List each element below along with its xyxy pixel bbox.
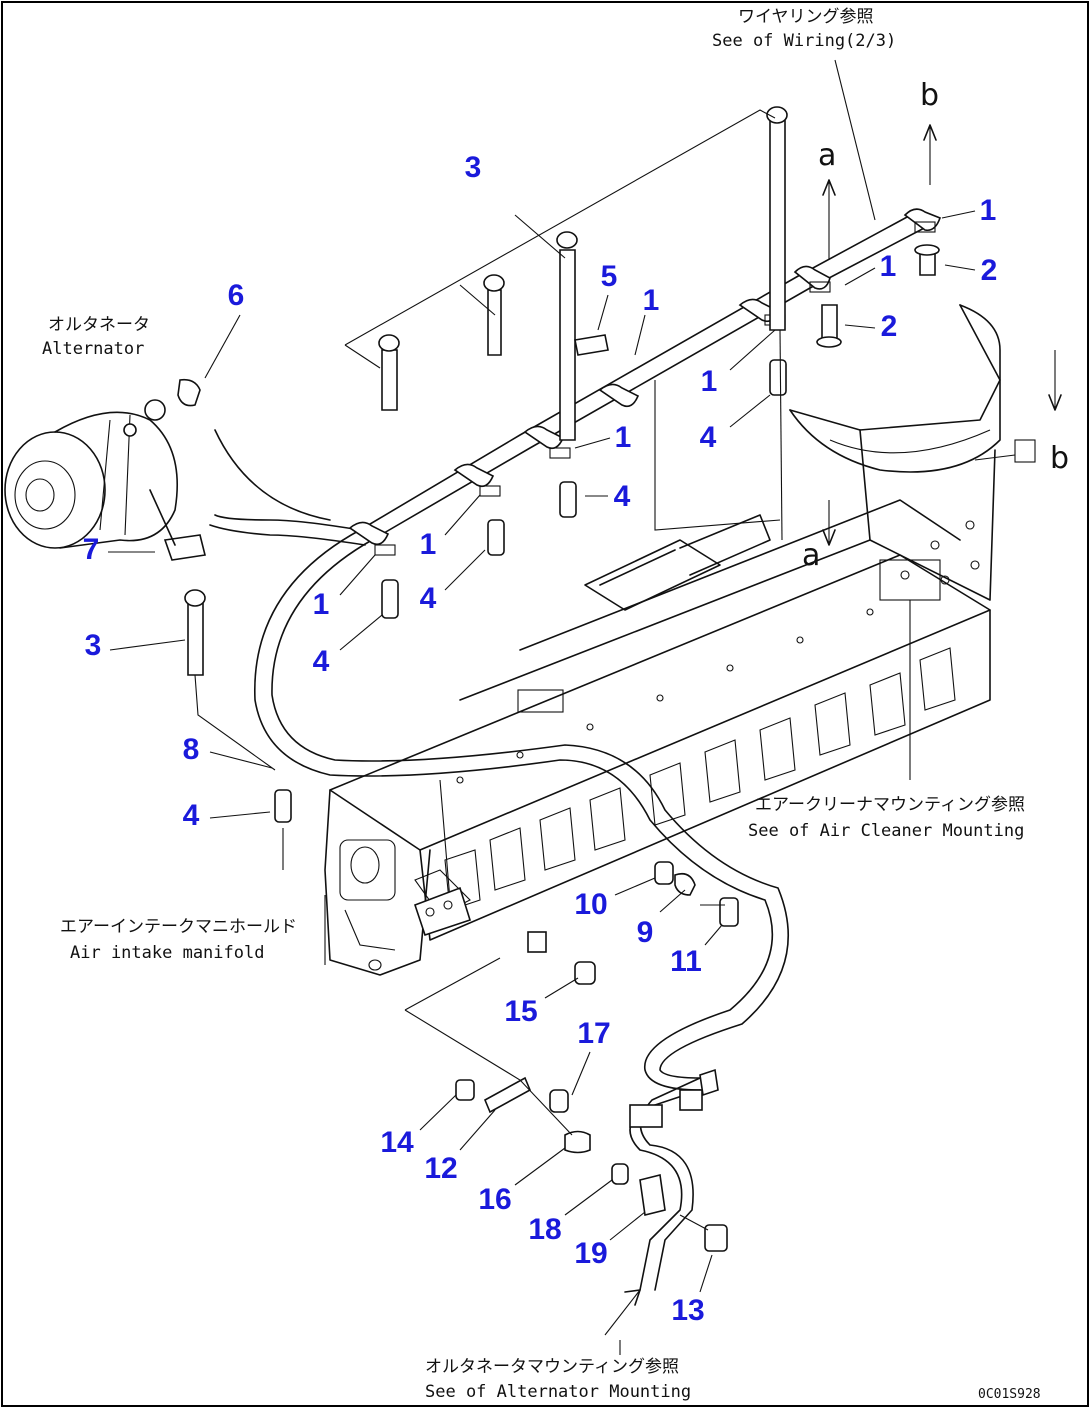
part-number-label: 10 [574,888,607,921]
engine-cylinder-head [324,499,991,976]
part-number-label: 17 [577,1017,610,1050]
part-number-label: 3 [465,151,482,184]
alternator-label-jp: オルタネータ [48,315,150,335]
reference-lines [194,59,1062,1355]
part-number-label: 19 [574,1237,607,1270]
part-number-label: 9 [637,916,654,949]
part-number-label: 4 [313,645,330,678]
part-number-label: 1 [980,194,997,227]
part-number-label: 15 [504,995,537,1028]
part-number-label: 2 [981,254,998,287]
part-number-label: 3 [85,629,102,662]
part-leaders [108,210,976,1293]
part-number-label: 14 [380,1126,414,1159]
part-number-label: 8 [183,733,200,766]
wiring-note-jp: ワイヤリング参照 [738,7,874,27]
part-number-label: 4 [183,799,200,832]
part-number-label: 18 [528,1213,561,1246]
part-number-label: 11 [670,945,702,978]
lower-fasteners [413,861,739,1252]
part-number-label: 1 [643,284,660,317]
part-number-label: 6 [228,279,245,312]
wiring-harness [209,209,931,1291]
part-number-label: 1 [313,588,330,621]
drawing-code: 0C01S928 [978,1387,1041,1402]
part-number-label: 1 [420,528,437,561]
alternator-mount-note-jp: オルタネータマウンティング参照 [425,1357,679,1377]
bolts [184,106,940,676]
air-cleaner-note-en: See of Air Cleaner Mounting [748,821,1024,841]
part-number-label: 13 [671,1294,704,1327]
part-number-label: 1 [880,250,897,283]
part-number-label: 4 [700,421,717,454]
part-number-label: 4 [614,480,631,513]
part-number-label: 5 [601,260,618,293]
part-number-label: 16 [478,1183,511,1216]
spacers [274,359,787,823]
intake-manifold-label-jp: エアーインテークマニホールド [60,917,297,937]
wiring-note-en: See of Wiring(2/3) [712,31,896,51]
ref-letter-a-top: a [818,138,836,173]
alternator-mount-note-en: See of Alternator Mounting [425,1382,691,1402]
air-cleaner-note-jp: エアークリーナマウンティング参照 [755,795,1025,815]
ref-letter-a-mid: a [802,538,820,573]
reference-notes: ワイヤリング参照 See of Wiring(2/3) オルタネータ Alter… [42,7,1069,1402]
part-number-label: 7 [83,533,100,566]
part-number-label: 4 [420,582,437,615]
ref-letter-b-top: b [920,78,939,113]
part-number-label: 1 [615,421,632,454]
harness-clamps [348,208,942,556]
part-number-label: 1 [701,365,718,398]
part-number-label: 12 [424,1152,457,1185]
intake-manifold-label-en: Air intake manifold [70,943,264,963]
alternator [4,378,206,561]
part-number-label: 2 [881,310,898,343]
ref-letter-b-right: b [1050,441,1069,476]
alternator-label-en: Alternator [42,339,144,359]
air-cleaner-bracket [789,304,1036,601]
